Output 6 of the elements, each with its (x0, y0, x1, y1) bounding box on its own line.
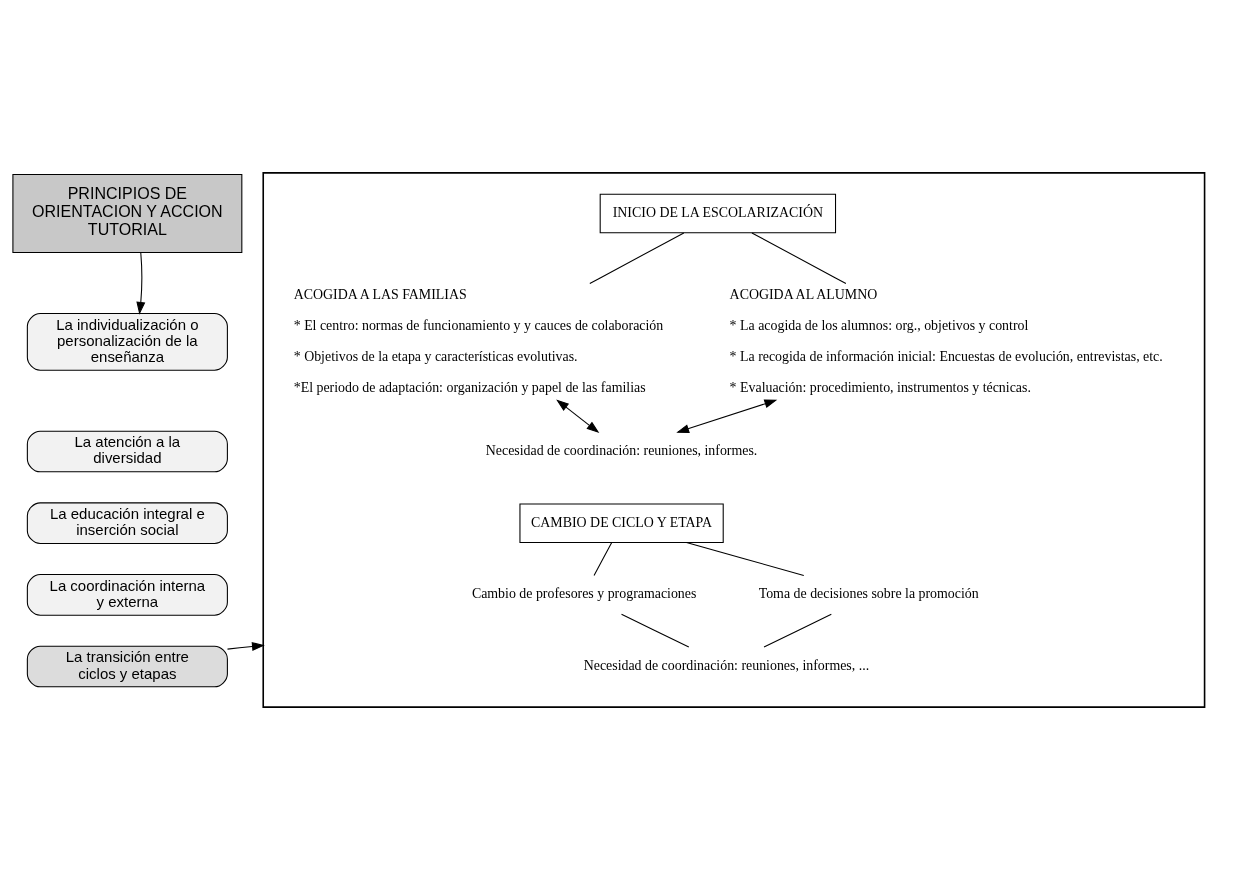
node-text: Necesidad de coordinación: reuniones, informes. (485, 442, 758, 458)
node-text: Toma de decisiones sobre la promoción (758, 585, 979, 601)
node-text: Necesidad de coordinación: reuniones, informes, ... (583, 657, 870, 673)
node-text: ACOGIDA AL ALUMNO * La acogida de los alumnos: org., objetivos y control * La recogida de información inicial: Encuestas de evolución, entrevistas, etc. * Evaluación: procedimiento, instrumentos y técnicas. (729, 286, 1163, 395)
node-text: Cambio de profesores y programaciones (471, 585, 697, 601)
node-text: ACOGIDA A LAS FAMILIAS * El centro: normas de funcionamiento y y cauces de colaboración * Objetivos de la etapa y características evolutivas. *El periodo de adaptación: organización y papel de las familias (293, 286, 664, 395)
